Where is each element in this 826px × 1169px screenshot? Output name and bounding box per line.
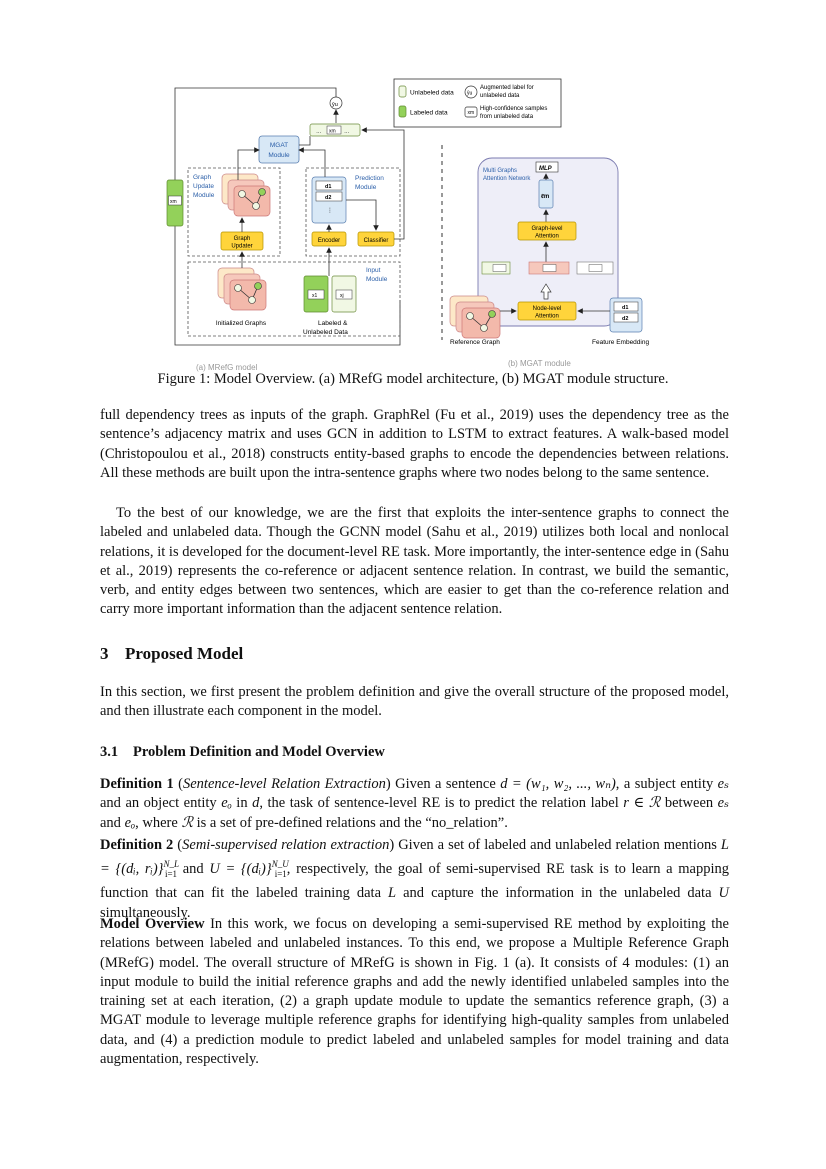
figure-diagram: Unlabeled data Labeled data ŷu Augmented… (166, 78, 649, 372)
svg-text:xj: xj (340, 293, 344, 299)
svg-text:Augmented label for: Augmented label for (480, 85, 534, 91)
legend-labeled: Labeled data (410, 110, 448, 117)
svg-text:High-confidence samples: High-confidence samples (480, 106, 547, 112)
svg-text:Graph: Graph (234, 236, 251, 242)
svg-text:Prediction: Prediction (355, 175, 384, 182)
svg-text:Graph: Graph (193, 174, 211, 181)
svg-text:Graph-level: Graph-level (531, 226, 562, 232)
svg-text:Initialized Graphs: Initialized Graphs (216, 320, 267, 327)
figure-1: Unlabeled data Labeled data ŷu Augmented… (0, 0, 826, 400)
svg-text:xm: xm (468, 110, 475, 116)
augmented-label-node (329, 96, 343, 110)
mlp-block (535, 161, 559, 173)
prediction-module (305, 167, 401, 257)
labeled-swatch (398, 105, 407, 118)
svg-text:Labeled &: Labeled & (318, 320, 348, 327)
svg-text:Encoder: Encoder (318, 238, 340, 244)
svg-text:Attention Network: Attention Network (483, 176, 531, 182)
augmented-label-icon (464, 85, 478, 99)
high-confidence-icon (464, 106, 478, 118)
subfigure-b-label: (b) MGAT module (508, 359, 571, 368)
svg-text:xm: xm (329, 129, 336, 135)
svg-text:Reference Graph: Reference Graph (450, 339, 500, 346)
svg-text:Updater: Updater (231, 244, 252, 250)
svg-text:d2: d2 (325, 195, 331, 201)
svg-text:…: … (316, 129, 322, 135)
svg-text:Attention: Attention (535, 234, 559, 240)
labeled-unlabeled-data: x1 xj (303, 275, 357, 313)
svg-text:MLP: MLP (539, 166, 553, 172)
figure-caption: Figure 1: Model Overview. (a) MRefG mode… (157, 371, 669, 387)
input-module (187, 261, 401, 337)
mgat-diagram: Multi Graphs Attention Network MLP ℓm Gr… (449, 157, 649, 368)
svg-text:Module: Module (366, 276, 388, 283)
initialized-graphs (217, 267, 267, 311)
definition-1: Definition 1 (Sentence-level Relation Ex… (100, 776, 729, 831)
graph-level-attention (517, 221, 577, 241)
svg-text:Input: Input (366, 267, 381, 274)
svg-text:Feature Embedding: Feature Embedding (592, 339, 649, 346)
paragraph-related-work-2: To the best of our knowledge, we are the… (100, 505, 729, 618)
graph-stack-top (221, 173, 271, 217)
svg-text:Update: Update (193, 183, 214, 190)
definition-2: Definition 2 (Semi-supervised relation e… (100, 837, 730, 921)
svg-text:from unlabeled data: from unlabeled data (480, 114, 534, 120)
paragraph-section-intro: In this section, we first present the pr… (100, 684, 729, 720)
unlabeled-swatch (398, 85, 407, 98)
svg-text:ŷu: ŷu (332, 102, 338, 108)
legend-unlabeled: Unlabeled data (410, 90, 454, 97)
svg-text:Node-level: Node-level (533, 306, 562, 312)
svg-text:Classifier: Classifier (364, 238, 389, 244)
svg-text:ℓm: ℓm (540, 194, 549, 200)
mrefg-diagram: ŷu … xm … MGAT Module Graph Update Modul… (166, 87, 405, 372)
legend: Unlabeled data Labeled data ŷu Augmented… (393, 78, 562, 128)
svg-text:Module: Module (193, 192, 215, 199)
svg-text:x1: x1 (312, 293, 318, 299)
svg-text:xm: xm (170, 199, 177, 205)
node-level-attention (517, 301, 577, 321)
svg-text:Attention: Attention (535, 314, 559, 320)
subfigure-a-label: (a) MRefG model (196, 363, 258, 372)
svg-text:ŷu: ŷu (467, 91, 473, 97)
svg-text:Module: Module (355, 184, 377, 191)
svg-text:d1: d1 (622, 305, 628, 311)
svg-text:MGAT: MGAT (270, 142, 288, 149)
svg-text:unlabeled data: unlabeled data (480, 93, 520, 99)
svg-text:⋮: ⋮ (327, 207, 333, 214)
svg-text:Multi Graphs: Multi Graphs (483, 168, 517, 174)
graph-update-module (187, 167, 281, 257)
svg-text:d1: d1 (325, 184, 331, 190)
svg-text:Module: Module (268, 152, 290, 159)
svg-text:Unlabeled Data: Unlabeled Data (303, 329, 348, 336)
paragraph-related-work-1: full dependency trees as inputs of the g… (100, 407, 729, 481)
reference-graph (449, 295, 501, 339)
svg-text:…: … (344, 129, 350, 135)
svg-text:d2: d2 (622, 316, 628, 322)
model-overview: Model Overview In this work, we focus on… (100, 916, 729, 1068)
